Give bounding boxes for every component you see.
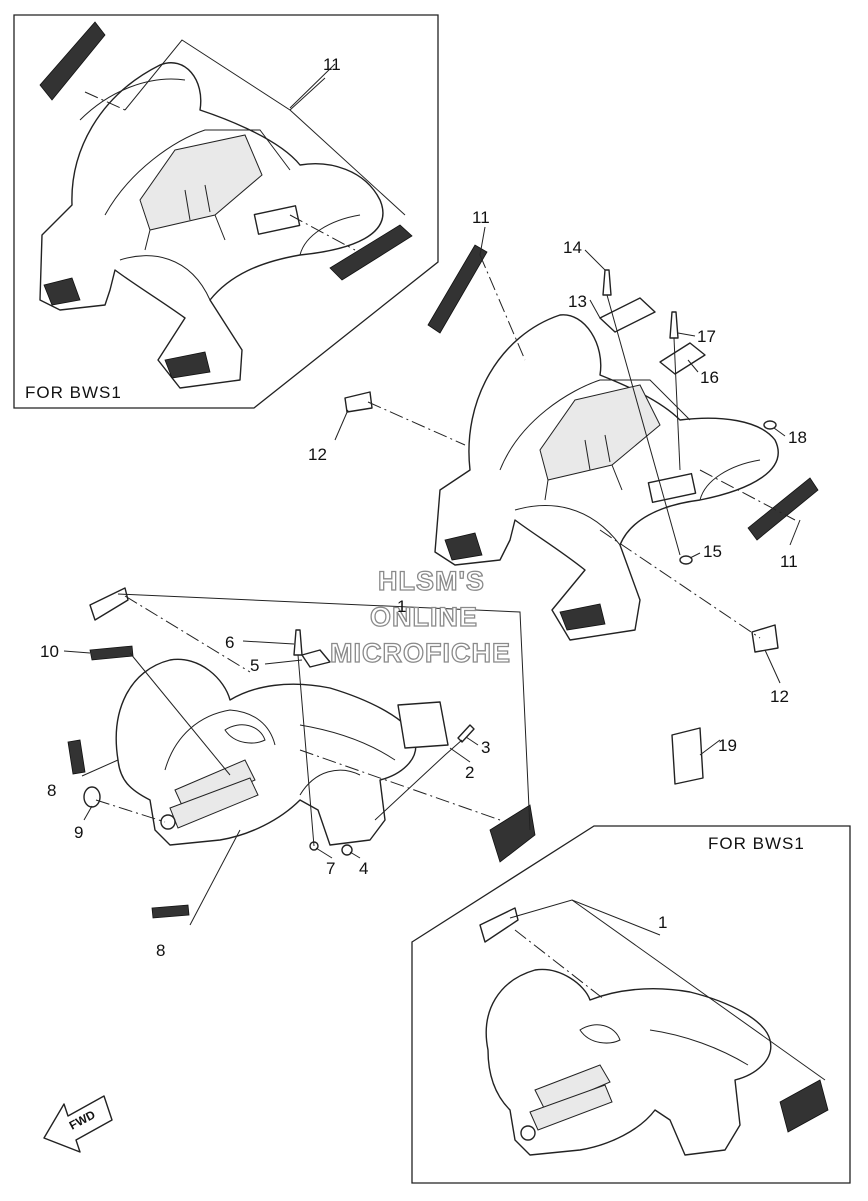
rear-fender-inset-drawing [39,62,384,389]
logo-decal-main-front [559,603,606,631]
reflector-9 [83,786,101,808]
callout-15: 15 [703,542,722,561]
callout-4: 4 [359,859,368,878]
callout-10: 10 [40,642,59,661]
callout-6: 6 [225,633,234,652]
inset-frame-bottom-right [411,825,851,1184]
rod-14 [602,269,612,296]
plate-5 [301,649,331,668]
decal-11-top [427,244,488,334]
callout-2: 2 [465,763,474,782]
cover-plate-2 [397,701,449,749]
decal-10 [89,645,134,661]
reflector-slot-inset [253,205,301,235]
logo-decal-main-tail [444,532,483,561]
callout-13: 13 [568,292,587,311]
watermark: HLSM'S ONLINE MICROFICHE [329,565,511,668]
plate-16 [659,342,706,375]
rear-fender-assembly [434,314,779,641]
watermark-line-2: ONLINE [370,602,478,632]
inset-label-top-left: FOR BWS1 [25,383,122,402]
grommet-18 [763,420,777,430]
callout-18: 18 [788,428,807,447]
rod-6 [293,629,303,656]
yamaha-decal-front [489,804,536,863]
plate-13 [599,297,656,333]
inset-label-bottom-right: FOR BWS1 [708,834,805,853]
callout-16: 16 [700,368,719,387]
logo-decal-inset-tail [43,277,81,306]
callout-1-front: 1 [397,597,406,616]
callout-11-top: 11 [472,208,490,227]
callout-11-inset: 11 [323,55,341,74]
plate-12-left [344,391,373,413]
callout-9: 9 [74,823,83,842]
lamp-9-socket [160,814,176,830]
decal-11-inset-right [329,224,413,281]
decal-8-lower [151,904,190,919]
inset-frame-top-left [13,14,439,409]
callout-3: 3 [481,738,490,757]
fwd-direction-arrow: FWD [43,1095,113,1153]
inset-rear-fender-bws1 [13,14,439,409]
callout-8-lower: 8 [156,941,165,960]
yamaha-decal-inset [779,1079,829,1133]
decal-11-inset-left [39,21,106,101]
watermark-line-1: HLSM'S [378,566,485,596]
callout-17: 17 [697,327,716,346]
watermark-line-3: MICROFICHE [330,638,511,668]
callout-19: 19 [718,736,737,755]
comb-decal-inset [479,907,519,943]
callout-14: 14 [563,238,582,257]
plate-12-right [751,624,779,653]
screw-3 [457,724,475,743]
grommet-15 [679,555,693,565]
decal-11-right [747,477,819,541]
callout-12-right: 12 [770,687,789,706]
front-fender-assembly [115,658,449,846]
logo-decal-inset-front [164,351,211,379]
reflector-slot-main [647,472,697,504]
callout-5: 5 [250,656,259,675]
callout-12-left: 12 [308,445,327,464]
callout-8-upper: 8 [47,781,56,800]
decal-8-upper [67,739,86,775]
inset-lamp-socket [520,1125,536,1141]
comb-decal-front [89,587,129,621]
tag-19 [671,727,704,785]
callout-11-right: 11 [780,552,798,571]
callout-7: 7 [326,859,335,878]
nut-4 [341,844,353,856]
inset-front-fender-bws1 [411,825,851,1184]
callout-1-inset: 1 [658,913,667,932]
rod-17 [669,311,679,339]
